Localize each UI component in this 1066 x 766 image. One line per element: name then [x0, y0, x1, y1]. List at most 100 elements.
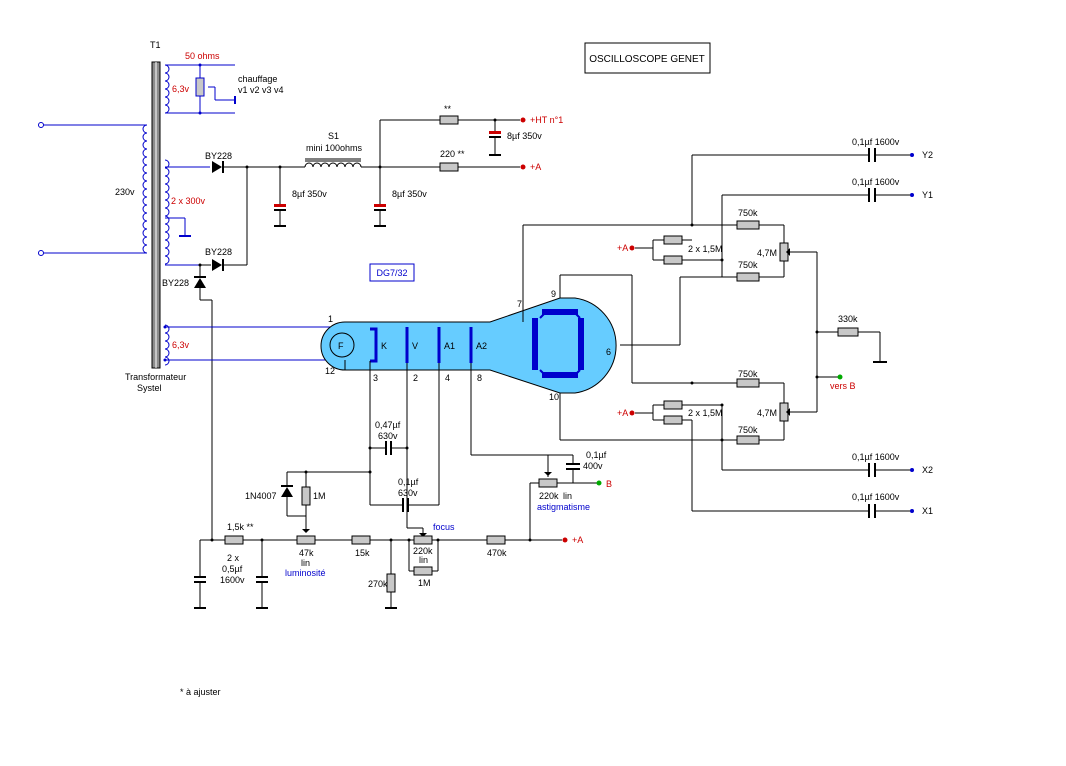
diode-2-label: BY228: [205, 247, 232, 257]
cap-y1-label: 0,1µf 1600v: [852, 177, 900, 187]
pin-6: 6: [606, 347, 611, 357]
cap-3-label: 8µf 350v: [507, 131, 542, 141]
vers-b-label: vers B: [830, 381, 856, 391]
heater-label-1: chauffage: [238, 74, 277, 84]
cap-focus-1: 0,1µf: [398, 477, 419, 487]
tube-electrode-v: V: [412, 341, 418, 351]
tube-electrode-f: F: [338, 341, 344, 351]
pot-lum-law: lin: [301, 558, 310, 568]
blank-network: 1N4007 1M: [245, 470, 326, 517]
heater-circuit-2: 6,3v: [163, 325, 340, 362]
heater-voltage-1: 6,3v: [172, 84, 190, 94]
diode-4-label: 1N4007: [245, 491, 277, 501]
primary-voltage: 230v: [115, 187, 135, 197]
pin-1: 1: [328, 314, 333, 324]
r750-1-label: 750k: [738, 208, 758, 218]
cap-x1-label: 0,1µf 1600v: [852, 492, 900, 502]
r750-4-label: 750k: [738, 425, 758, 435]
heater-label-2: v1 v2 v3 v4: [238, 85, 284, 95]
pin-10: 10: [549, 392, 559, 402]
r750-3-label: 750k: [738, 369, 758, 379]
pin-9: 9: [551, 289, 556, 299]
title-box: OSCILLOSCOPE GENET: [584, 42, 711, 74]
diode-3-label: BY228: [162, 278, 189, 288]
cap-focus: 0,1µf 630v: [287, 470, 439, 537]
r-270k-label: 270k: [368, 579, 388, 589]
pot-focus-value: 220k: [413, 546, 433, 556]
pin-7: 7: [517, 299, 522, 309]
r-ht-label: 220 **: [440, 149, 465, 159]
pot-bottom-label: 4,7M: [757, 408, 777, 418]
cap-in-1: 2 x: [227, 553, 240, 563]
r-1m-b-label: 1M: [418, 578, 431, 588]
footnote: * à ajuster: [180, 687, 221, 697]
pot-focus-name: focus: [433, 522, 455, 532]
choke-ref: S1: [328, 131, 339, 141]
cap-ast-2: 400v: [583, 461, 603, 471]
pot-lum-name: luminosité: [285, 568, 326, 578]
transformer-maker-1: Transformateur: [125, 372, 186, 382]
cap-kv-2: 630v: [378, 431, 398, 441]
a-label-top: +A: [530, 162, 541, 172]
primary-leads: [38, 122, 147, 256]
transformer-maker-2: Systel: [137, 383, 162, 393]
cap-x2-label: 0,1µf 1600v: [852, 452, 900, 462]
pair-top-label: 2 x 1,5M: [688, 244, 723, 254]
r-15k-label: 15k: [355, 548, 370, 558]
ht-label: +HT n°1: [530, 115, 563, 125]
heater-voltage-2: 6,3v: [172, 340, 190, 350]
transformer-t1: T1 230v Transformateur Systel: [115, 40, 186, 393]
cap-2-label: 8µf 350v: [392, 189, 427, 199]
cap-1-label: 8µf 350v: [292, 189, 327, 199]
pin-2: 2: [413, 373, 418, 383]
a-label-bottom: +A: [572, 535, 583, 545]
pot-lum-value: 47k: [299, 548, 314, 558]
choke-value: mini 100ohms: [306, 143, 363, 153]
pot-focus-law: lin: [419, 555, 428, 565]
cap-in-3: 1600v: [220, 575, 245, 585]
cap-in-2: 0,5µf: [222, 564, 243, 574]
pot-ast-law: lin: [563, 491, 572, 501]
r-1k5-label: 1,5k **: [227, 522, 254, 532]
deflection-network: Y2 0,1µf 1600v Y1 0,1µf 1600v +A 2 x 1,5…: [522, 137, 933, 518]
r-ht-star: **: [444, 104, 452, 114]
x2-label: X2: [922, 465, 933, 475]
hv-rectifier: 2 x 300v BY228 BY228 BY228: [162, 151, 305, 540]
pot-top-label: 4,7M: [757, 248, 777, 258]
r-330k-label: 330k: [838, 314, 858, 324]
y2-label: Y2: [922, 150, 933, 160]
pot-ast-name: astigmatisme: [537, 502, 590, 512]
b-label: B: [606, 479, 612, 489]
r750-2-label: 750k: [738, 260, 758, 270]
tube-leads: [344, 360, 549, 505]
diode-1-label: BY228: [205, 151, 232, 161]
title-text: OSCILLOSCOPE GENET: [589, 54, 705, 65]
pin-8: 8: [477, 373, 482, 383]
tube-name: DG7/32: [376, 268, 407, 278]
x1-label: X1: [922, 506, 933, 516]
pair-bottom-label: 2 x 1,5M: [688, 408, 723, 418]
a-label-deflect-bottom: +A: [617, 408, 628, 418]
cap-ast-1: 0,1µf: [586, 450, 607, 460]
cap-focus-2: 630v: [398, 488, 418, 498]
heater-resistor-label: 50 ohms: [185, 51, 220, 61]
cap-kv-1: 0,47µf: [375, 420, 401, 430]
cap-y2-label: 0,1µf 1600v: [852, 137, 900, 147]
pin-3: 3: [373, 373, 378, 383]
pin-4: 4: [445, 373, 450, 383]
filter-section: 8µf 350v S1 mini 100ohms 8µf 350v ** +HT…: [274, 104, 563, 227]
cap-kv: 0,47µf 630v: [368, 420, 409, 455]
divider-chain: 1,5k ** 2 x 0,5µf 1600v 47k lin luminosi…: [194, 450, 612, 609]
r-1m-label: 1M: [313, 491, 326, 501]
a-label-deflect-top: +A: [617, 243, 628, 253]
pot-ast-value: 220k: [539, 491, 559, 501]
secondary-voltage: 2 x 300v: [171, 196, 206, 206]
y1-label: Y1: [922, 190, 933, 200]
pin-12: 12: [325, 366, 335, 376]
tube-electrode-a2: A2: [476, 341, 487, 351]
transformer-ref: T1: [150, 40, 161, 50]
tube-electrode-a1: A1: [444, 341, 455, 351]
heater-circuit-1: 50 ohms 6,3v chauffage v1 v2 v3 v4: [165, 51, 284, 115]
tube-electrode-k: K: [381, 341, 387, 351]
